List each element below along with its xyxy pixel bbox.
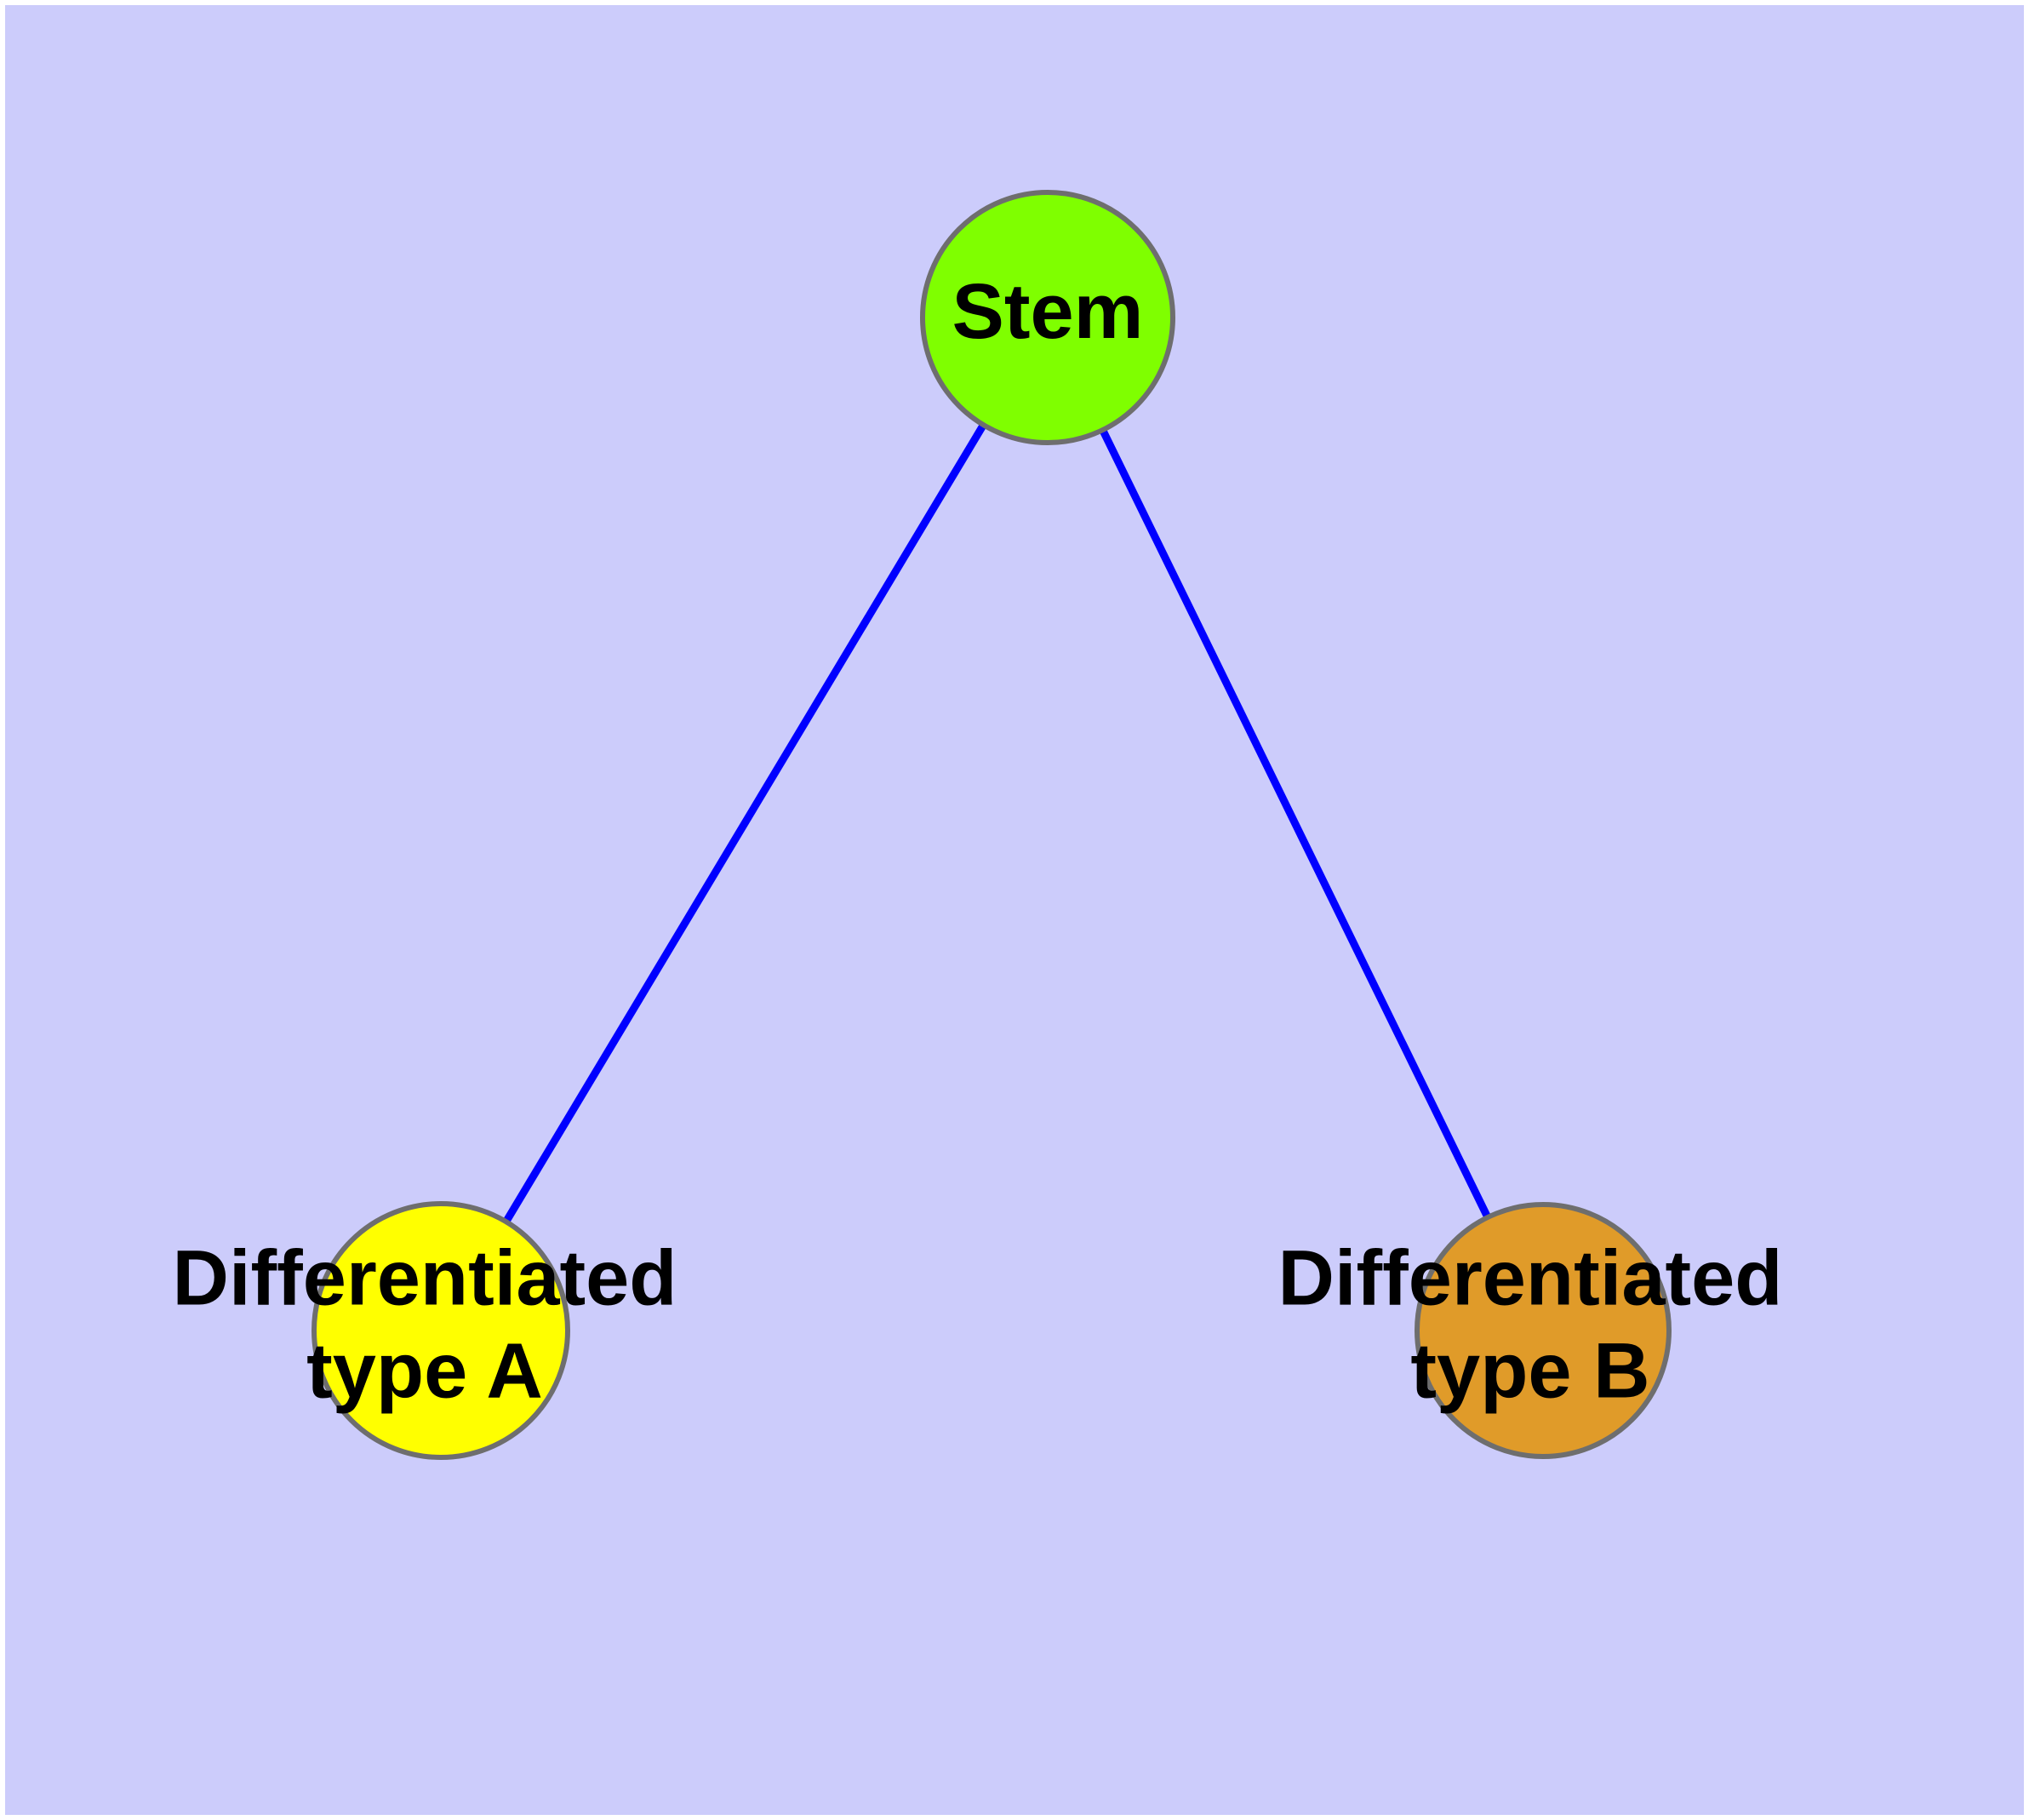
node-circle-diff_a[interactable] <box>311 1201 570 1460</box>
edges-layer <box>437 315 1547 1333</box>
node-label-line: Differentiated <box>173 1235 677 1322</box>
node-label-line: type A <box>306 1328 543 1415</box>
node-diff_b[interactable] <box>1415 1202 1672 1459</box>
edge-stem-to-a <box>437 315 1051 1333</box>
node-label-line: type B <box>1410 1328 1649 1415</box>
node-stem[interactable] <box>920 190 1175 445</box>
node-label-line: Differentiated <box>1278 1235 1783 1322</box>
node-circle-diff_b[interactable] <box>1415 1202 1672 1459</box>
node-label-stem: Stem <box>952 268 1144 355</box>
node-circle-stem[interactable] <box>920 190 1175 445</box>
edge-stem-to-b <box>1043 316 1547 1332</box>
node-label-line: Stem <box>952 268 1144 355</box>
node-diff_a[interactable] <box>311 1201 570 1460</box>
